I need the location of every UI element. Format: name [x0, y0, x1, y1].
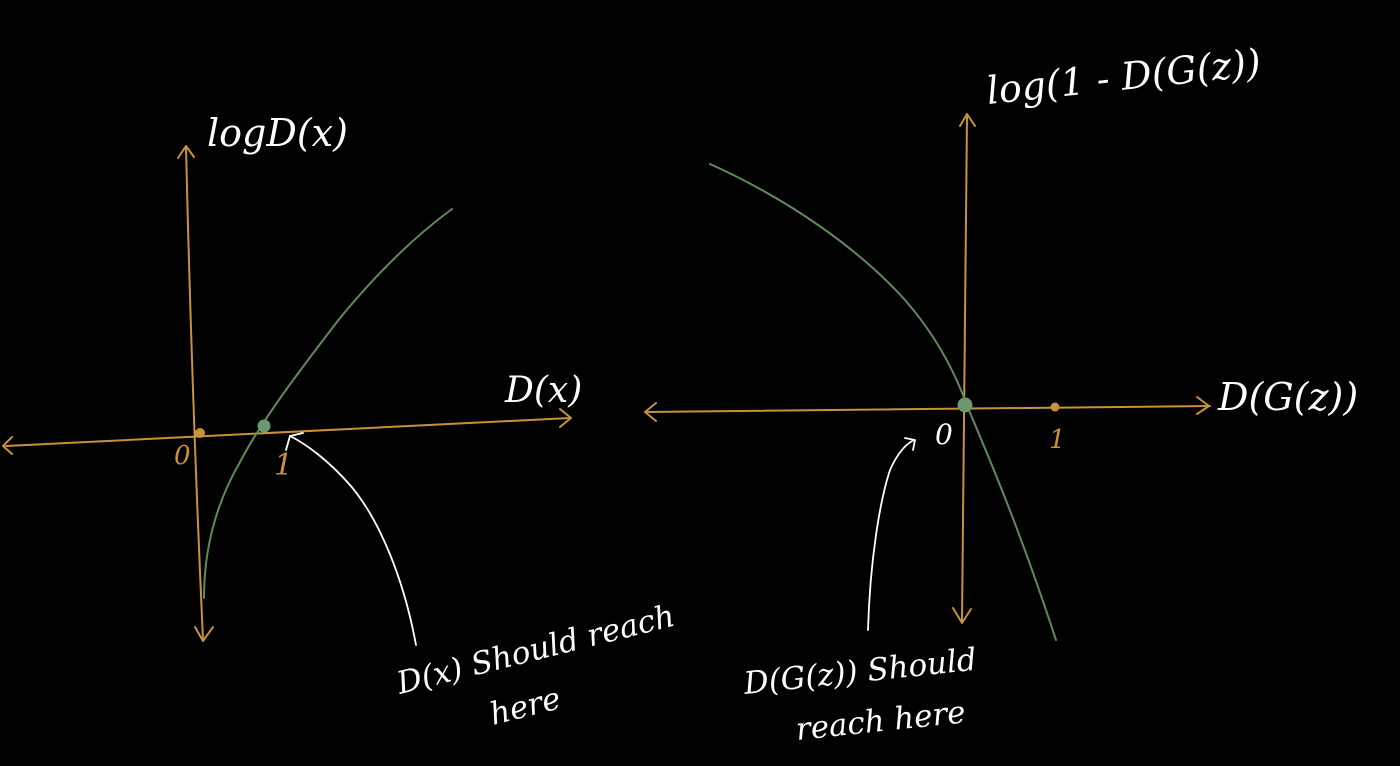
left-x-axis-label: D(x) — [504, 370, 582, 411]
left-x-axis — [5, 417, 571, 447]
left-y-axis — [185, 147, 204, 641]
left-y-axis-arrowhead-up — [177, 145, 195, 159]
right-x-axis-label: D(G(z)) — [1217, 375, 1358, 419]
right-y-axis-arrowhead-down — [952, 607, 972, 624]
left-target-point — [257, 419, 271, 433]
left-y-axis-arrowhead-down — [194, 626, 214, 642]
right-target-point — [957, 397, 973, 413]
left-x-axis-arrowhead-left — [2, 436, 13, 455]
left-note-line-2: here — [486, 681, 564, 733]
left-one-label: 1 — [274, 448, 293, 483]
left-x-axis-arrowhead-right — [559, 408, 572, 428]
right-x-axis-arrowhead-right — [1196, 396, 1210, 415]
left-note-arrow — [289, 435, 417, 646]
right-graph: log(1 - D(G(z)) D(G(z)) 0 1 D(G(z)) Shou… — [644, 40, 1358, 748]
right-y-axis — [961, 115, 968, 623]
left-graph: logD(x) D(x) 0 1 D(x) Should reach here — [2, 111, 678, 733]
right-x-axis — [645, 405, 1211, 413]
left-log-curve — [203, 208, 453, 599]
left-origin-dot — [195, 428, 205, 438]
left-origin-label: 0 — [174, 441, 191, 471]
right-x-axis-arrowhead-left — [644, 402, 657, 422]
right-log-curve — [709, 163, 1057, 641]
right-y-axis-label: log(1 - D(G(z)) — [984, 40, 1263, 113]
left-note-arrowhead — [285, 432, 304, 451]
right-note-arrowhead — [904, 437, 916, 451]
left-y-axis-label: logD(x) — [207, 111, 348, 155]
right-note-arrow — [867, 439, 915, 631]
right-one-label: 1 — [1049, 425, 1066, 455]
right-note-line-1: D(G(z)) Should — [741, 642, 978, 702]
right-one-dot — [1050, 402, 1060, 412]
right-note-line-2: reach here — [794, 694, 967, 748]
right-y-axis-arrowhead-up — [959, 113, 976, 127]
right-origin-label: 0 — [935, 418, 953, 451]
